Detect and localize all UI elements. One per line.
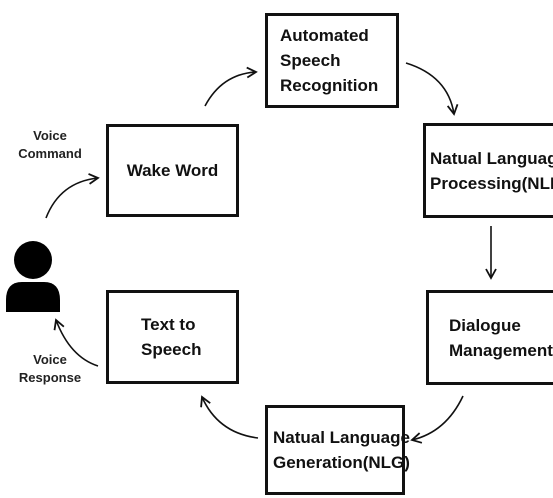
- voice-response-line2: Response: [18, 370, 82, 385]
- arrow-nlg-to-tts: [200, 395, 259, 439]
- node-text-to-speech: Text to Speech: [106, 290, 239, 384]
- nlg-line1: Natual Language: [273, 428, 410, 447]
- dm-line1: Dialogue: [449, 315, 521, 335]
- tts-line1: Text to: [141, 315, 196, 334]
- nlg-line2: Generation(NLG): [273, 453, 410, 472]
- arrow-asr-to-nlp: [405, 62, 459, 116]
- asr-line2: Speech: [280, 51, 341, 70]
- tts-line2: Speech: [141, 340, 202, 359]
- asr-line1: Automated: [280, 26, 369, 45]
- voice-command-line1: Voice: [33, 128, 67, 143]
- nlp-line1: Natual Language: [430, 148, 553, 168]
- dm-line2: Management: [449, 340, 553, 360]
- user-icon: [6, 241, 60, 312]
- arrow-user-to-wake: [45, 173, 100, 219]
- voice-response-label: Voice Response: [8, 351, 92, 387]
- voice-response-line1: Voice: [33, 352, 67, 367]
- arrow-tts-to-user: [53, 318, 99, 367]
- arrow-wake-to-asr: [204, 66, 258, 107]
- wake-line1: Wake Word: [126, 161, 219, 180]
- node-automated-speech-recognition: Automated Speech Recognition: [265, 13, 399, 108]
- asr-line3: Recognition: [280, 76, 379, 95]
- nlp-line2: Processing(NLP): [430, 173, 553, 193]
- voice-command-label: Voice Command: [10, 127, 90, 163]
- node-wake-word: Wake Word: [106, 124, 239, 217]
- node-natural-language-generation: Natual Language Generation(NLG): [265, 405, 410, 495]
- node-dialogue-management: Dialogue Management: [426, 290, 553, 385]
- node-natural-language-processing: Natual Language Processing(NLP): [423, 123, 553, 218]
- voice-command-line2: Command: [18, 146, 82, 161]
- arrow-dm-to-nlg: [410, 395, 464, 444]
